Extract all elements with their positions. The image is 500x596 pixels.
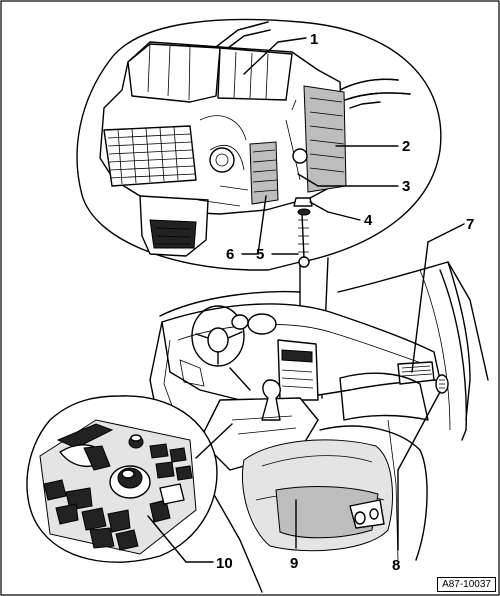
detail-bubble-outline — [76, 18, 442, 271]
door-frame — [439, 269, 467, 441]
instrument-cluster — [247, 313, 277, 335]
figure-reference-code: A87-10037 — [437, 577, 496, 592]
callout-4: 4 — [364, 212, 373, 229]
callout-1: 1 — [310, 31, 318, 48]
callout-6: 6 — [226, 246, 234, 263]
passenger-vent — [397, 361, 435, 385]
drain-connector — [293, 197, 313, 207]
callout-8: 8 — [392, 557, 400, 574]
callout-labels: 1 2 3 4 5 6 7 8 9 10 — [216, 31, 474, 574]
blower-grille — [103, 125, 197, 187]
callout-10: 10 — [216, 555, 233, 572]
heater-core — [249, 141, 279, 205]
control-panel-leader — [195, 423, 233, 459]
detail-circle-hvac-unit — [76, 18, 442, 401]
callout-3: 3 — [402, 178, 410, 195]
callout-2: 2 — [402, 138, 410, 155]
callout-7: 7 — [466, 216, 474, 233]
gear-selector — [261, 379, 281, 421]
detail-circle-control-panel — [26, 395, 233, 563]
steering-wheel — [191, 305, 245, 367]
callout-9: 9 — [290, 555, 298, 572]
callout-leaders — [147, 37, 465, 563]
callout-5: 5 — [256, 246, 264, 263]
control-buttons — [43, 443, 193, 551]
